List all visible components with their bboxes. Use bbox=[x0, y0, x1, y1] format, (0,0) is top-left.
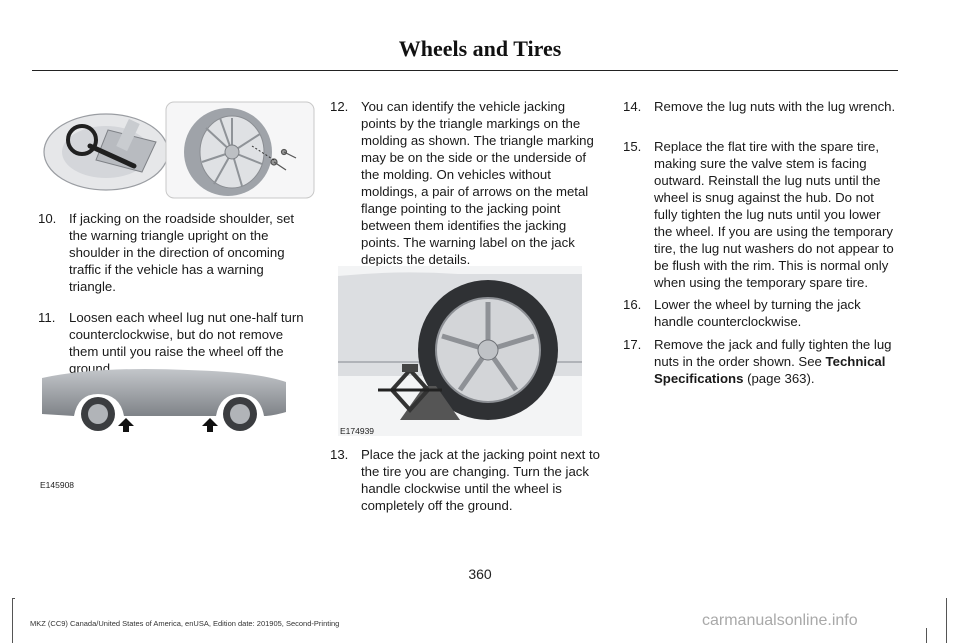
footer-edition-text: MKZ (CC9) Canada/United States of Americ… bbox=[30, 619, 340, 628]
step-number: 17. bbox=[623, 337, 642, 352]
page-number: 360 bbox=[468, 566, 492, 582]
step-14: 14. Remove the lug nuts with the lug wre… bbox=[623, 98, 897, 115]
step-11: 11. Loosen each wheel lug nut one-half t… bbox=[38, 309, 310, 377]
spare-tire-illustration bbox=[43, 101, 315, 199]
step-number: 10. bbox=[38, 211, 57, 226]
step-17: 17. Remove the jack and fully tighten th… bbox=[623, 336, 897, 387]
crop-mark bbox=[12, 598, 13, 643]
step-text: Remove the jack and fully tighten the lu… bbox=[654, 336, 897, 387]
step-text: Remove the lug nuts with the lug wrench. bbox=[654, 99, 896, 114]
crop-mark bbox=[926, 628, 927, 643]
step-text: Replace the flat tire with the spare tir… bbox=[654, 139, 894, 290]
cross-reference-link[interactable]: Technical Specifications bbox=[654, 354, 886, 386]
crop-mark bbox=[946, 598, 947, 643]
step-number: 12. bbox=[330, 99, 349, 114]
step-10: 10. If jacking on the roadside shoulder,… bbox=[38, 210, 310, 295]
step-number: 16. bbox=[623, 297, 642, 312]
jack-wheel-illustration bbox=[338, 266, 582, 436]
step-15: 15. Replace the flat tire with the spare… bbox=[623, 138, 897, 291]
crop-mark bbox=[12, 598, 15, 599]
step-number: 15. bbox=[623, 139, 642, 154]
figure-car-jacking-points bbox=[38, 366, 290, 492]
step-16: 16. Lower the wheel by turning the jack … bbox=[623, 296, 897, 330]
figure-jack-wheel bbox=[338, 266, 582, 436]
step-text: Loosen each wheel lug nut one-half turn … bbox=[69, 310, 304, 376]
page-title: Wheels and Tires bbox=[398, 36, 562, 61]
step-text-after: (page 363). bbox=[743, 371, 815, 386]
car-side-illustration bbox=[42, 369, 286, 432]
step-12: 12. You can identify the vehicle jacking… bbox=[330, 98, 602, 268]
step-text: If jacking on the roadside shoulder, set… bbox=[69, 211, 295, 294]
step-text: You can identify the vehicle jacking poi… bbox=[361, 99, 594, 267]
watermark-text: carmanualsonline.info bbox=[702, 612, 858, 629]
step-text-before: Remove the jack and fully tighten the lu… bbox=[654, 337, 892, 369]
step-text: Lower the wheel by turning the jack hand… bbox=[654, 297, 861, 329]
step-number: 13. bbox=[330, 447, 349, 462]
header-rule bbox=[32, 70, 898, 71]
step-text: Place the jack at the jacking point next… bbox=[361, 447, 600, 513]
step-number: 14. bbox=[623, 99, 642, 114]
step-number: 11. bbox=[38, 310, 56, 325]
figure-spare-tire bbox=[38, 100, 316, 200]
figure-label: E174939 bbox=[340, 426, 375, 436]
figure-label: E145908 bbox=[40, 480, 75, 490]
step-13: 13. Place the jack at the jacking point … bbox=[330, 446, 602, 514]
